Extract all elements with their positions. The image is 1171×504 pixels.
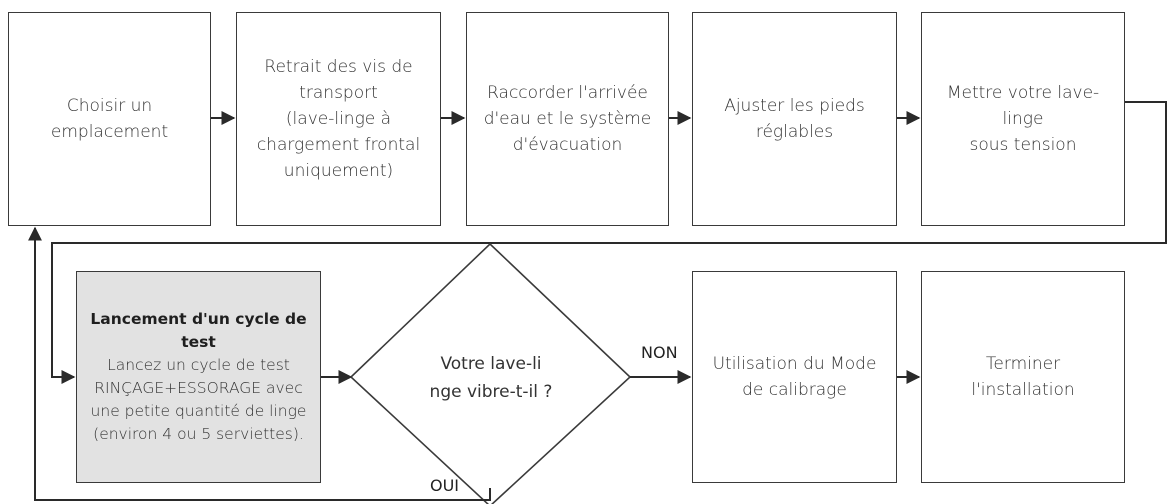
step-finish-installation: Terminer l'installation <box>921 271 1125 483</box>
step-connect-water-text: Raccorder l'arrivée d'eau et le système … <box>483 83 652 155</box>
step-power-on-text: Mettre votre lave-linge sous tension <box>946 83 1100 155</box>
step-remove-transport-bolts-text: Retrait des vis de transport (lave-linge… <box>256 57 421 181</box>
step-finish-installation-text: Terminer l'installation <box>971 354 1075 400</box>
arrow-s5-s6 <box>51 101 1167 384</box>
step-calibration-mode-text: Utilisation du Mode de calibrage <box>712 354 877 400</box>
step-adjust-feet: Ajuster les pieds réglables <box>692 12 897 226</box>
step-adjust-feet-text: Ajuster les pieds réglables <box>724 96 865 142</box>
label-no: NON <box>641 343 678 362</box>
step-connect-water: Raccorder l'arrivée d'eau et le système … <box>466 12 669 226</box>
step-test-cycle-title: Lancement d'un cycle de test <box>90 310 307 351</box>
label-yes: OUI <box>430 476 460 495</box>
step-remove-transport-bolts: Retrait des vis de transport (lave-linge… <box>236 12 441 226</box>
step-test-cycle: Lancement d'un cycle de test Lancez un c… <box>76 271 321 483</box>
step-choose-location: Choisir un emplacement <box>8 12 211 226</box>
arrow-decision-s1 <box>28 226 491 501</box>
step-choose-location-text: Choisir un emplacement <box>50 96 169 142</box>
step-calibration-mode: Utilisation du Mode de calibrage <box>692 271 897 483</box>
step-test-cycle-text: Lancement d'un cycle de test Lancez un c… <box>87 308 310 446</box>
decision-diamond <box>349 242 632 504</box>
decision-question: Votre lave-li nge vibre-t-il ? <box>429 353 553 402</box>
step-power-on: Mettre votre lave-linge sous tension <box>921 12 1125 226</box>
